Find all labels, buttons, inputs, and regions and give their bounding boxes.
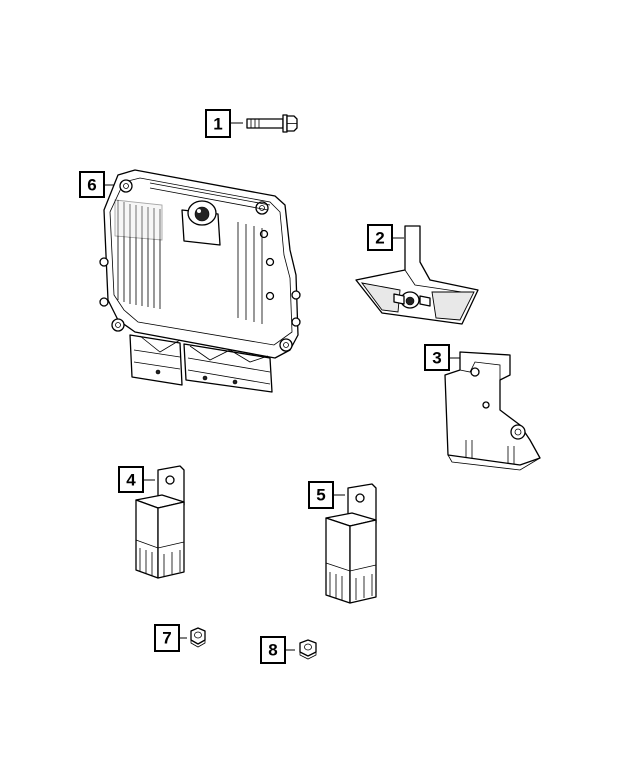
engine-control-module-icon — [99, 169, 301, 393]
hex-nut-icon — [190, 627, 206, 648]
callout-6[interactable]: 6 — [79, 171, 105, 198]
hex-nut-icon-8 — [299, 639, 317, 660]
svg-text:6: 6 — [87, 176, 96, 195]
callout-8[interactable]: 8 — [260, 636, 286, 664]
svg-text:7: 7 — [162, 629, 171, 648]
bolt-icon — [246, 114, 298, 133]
callout-1[interactable]: 1 — [205, 109, 231, 138]
relay-module-icon — [135, 465, 185, 579]
svg-text:5: 5 — [316, 486, 325, 505]
mounting-bracket-icon — [355, 225, 479, 325]
callout-4[interactable]: 4 — [118, 466, 144, 493]
relay-module-icon-5 — [325, 483, 377, 604]
callout-7[interactable]: 7 — [154, 624, 180, 652]
support-bracket-icon — [444, 351, 541, 471]
callout-5[interactable]: 5 — [308, 481, 334, 509]
svg-text:1: 1 — [213, 115, 222, 134]
svg-text:4: 4 — [126, 471, 136, 490]
svg-text:2: 2 — [375, 229, 384, 248]
svg-text:3: 3 — [432, 349, 441, 368]
callout-2[interactable]: 2 — [367, 224, 393, 251]
callout-3[interactable]: 3 — [424, 344, 450, 371]
svg-text:8: 8 — [268, 641, 277, 660]
